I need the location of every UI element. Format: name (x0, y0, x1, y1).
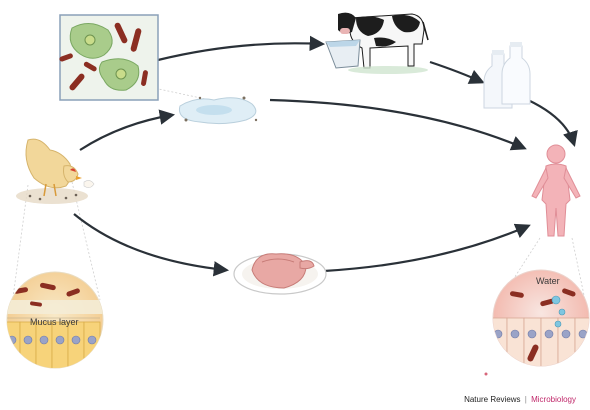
arrow-chicken-to-water (80, 115, 172, 150)
arrow-meat-to-human (324, 226, 528, 271)
amoeba-inset (59, 15, 158, 100)
credit-separator: | (525, 395, 527, 404)
arrow-chicken-to-meat (74, 214, 226, 270)
water-trough (326, 40, 360, 68)
milk-bottles (484, 42, 530, 108)
human-figure (532, 145, 580, 236)
meat-plate (234, 254, 326, 294)
water-puddle (179, 97, 257, 124)
small-dot (485, 373, 488, 376)
mucus-layer-label: Mucus layer (30, 317, 79, 327)
journal-section: Microbiology (531, 395, 576, 404)
arrow-cow-to-milk (430, 62, 482, 82)
arrow-milk-to-human (528, 100, 574, 144)
arrow-amoeba-to-cow (158, 43, 322, 60)
journal-credit: Nature Reviews | Microbiology (464, 395, 576, 404)
water-label: Water (536, 276, 560, 286)
journal-name: Nature Reviews (464, 395, 520, 404)
